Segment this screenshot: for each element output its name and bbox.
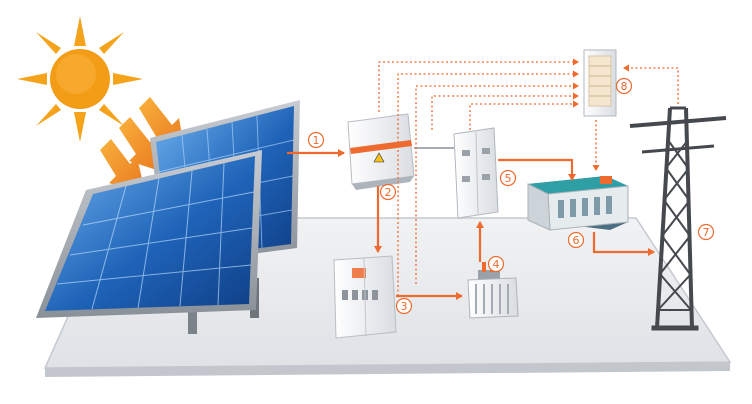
monitoring-signal-lines xyxy=(378,58,679,296)
marker-1: 1 xyxy=(307,131,325,149)
substation-icon xyxy=(527,176,629,231)
transmission-tower-icon xyxy=(629,106,727,331)
marker-6: 6 xyxy=(567,231,585,249)
marker-1-label: 1 xyxy=(313,134,320,147)
step-markers: 1 2 3 4 5 6 7 8 xyxy=(307,77,715,315)
marker-7: 7 xyxy=(697,223,715,241)
marker-3: 3 xyxy=(395,297,413,315)
sun-icon xyxy=(17,16,143,142)
marker-3-label: 3 xyxy=(401,300,408,313)
marker-7-label: 7 xyxy=(703,226,710,239)
marker-6-label: 6 xyxy=(573,234,580,247)
marker-2-label: 2 xyxy=(385,186,392,199)
marker-4: 4 xyxy=(487,255,505,273)
solar-panel-front-icon xyxy=(36,150,262,334)
inverter-icon xyxy=(347,113,415,190)
marker-2: 2 xyxy=(379,183,397,201)
marker-8-label: 8 xyxy=(621,80,628,93)
distribution-cabinet-icon xyxy=(333,255,397,339)
marker-8: 8 xyxy=(615,77,633,95)
marker-5-label: 5 xyxy=(505,172,512,185)
monitoring-cabinet-icon xyxy=(583,49,617,117)
switchgear-icon xyxy=(453,127,499,219)
power-flow-lines xyxy=(287,149,655,300)
marker-5: 5 xyxy=(499,169,517,187)
marker-4-label: 4 xyxy=(493,258,500,271)
